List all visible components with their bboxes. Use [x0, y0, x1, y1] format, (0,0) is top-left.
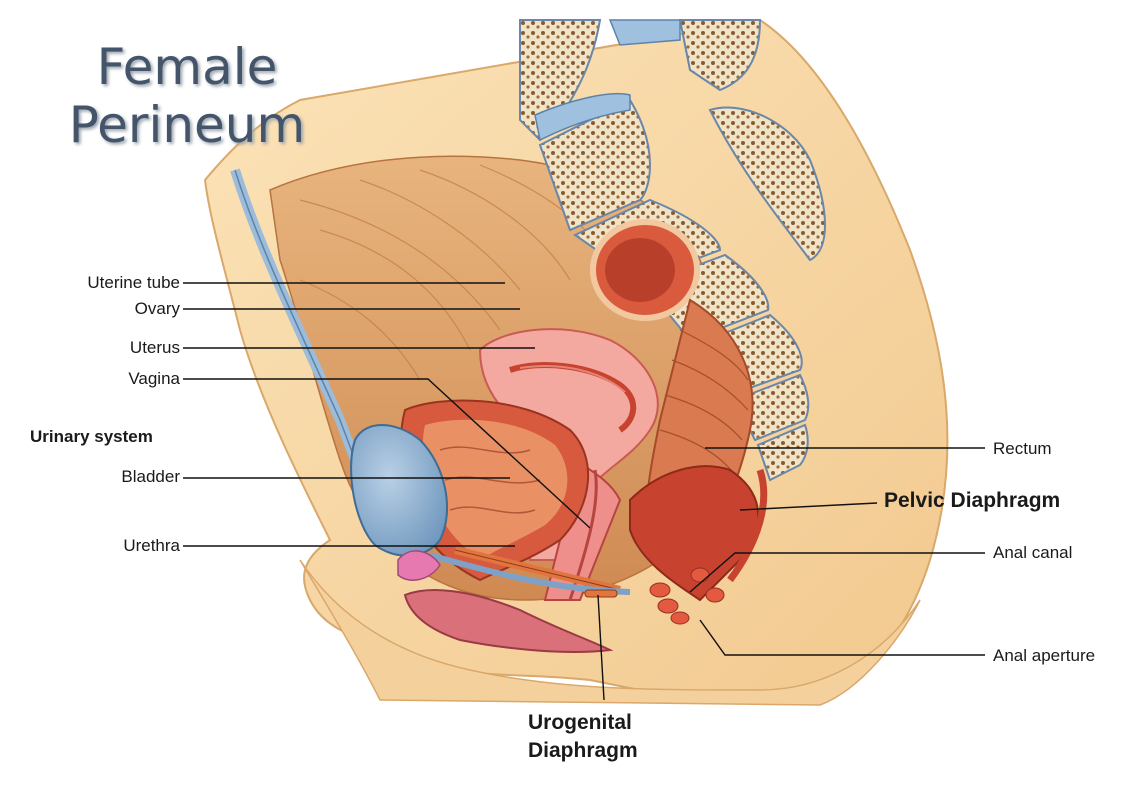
page-title: Female Perineum	[52, 38, 322, 154]
label-uterus: Uterus	[129, 338, 180, 357]
title-line-1: Female	[96, 38, 278, 96]
label-urogenital-diaphragm: Urogenital Diaphragm	[528, 709, 638, 765]
label-vagina: Vagina	[128, 369, 180, 388]
labia	[403, 589, 614, 653]
label-rectum: Rectum	[993, 439, 1052, 458]
label-anal-canal: Anal canal	[993, 543, 1073, 562]
title-line-2: Perineum	[68, 96, 306, 154]
label-ovary: Ovary	[134, 299, 180, 318]
label-bladder: Bladder	[121, 467, 180, 486]
leader-anal-canal	[689, 552, 985, 593]
sigmoid-colon	[590, 219, 700, 321]
rectum-folds	[659, 329, 749, 476]
urinary-blue-organ	[350, 424, 448, 557]
thigh	[299, 559, 921, 706]
urogenital-line-1: Urogenital	[528, 711, 632, 734]
leader-pelvic-diaphragm	[739, 502, 878, 511]
leader-urogenital-diaphragm	[597, 594, 605, 701]
label-urinary-system: Urinary system	[30, 427, 153, 446]
leader-vagina	[183, 378, 591, 529]
leader-anal-aperture	[699, 619, 985, 656]
intervertebral-discs	[534, 19, 681, 142]
label-urethra: Urethra	[123, 536, 180, 555]
urogenital-line-2: Diaphragm	[528, 739, 638, 762]
anal-sphincter	[649, 567, 725, 625]
muscle-striations	[299, 164, 611, 381]
label-anal-aperture: Anal aperture	[993, 646, 1096, 665]
label-uterine-tube: Uterine tube	[87, 273, 180, 292]
label-pelvic-diaphragm: Pelvic Diaphragm	[884, 489, 1061, 512]
